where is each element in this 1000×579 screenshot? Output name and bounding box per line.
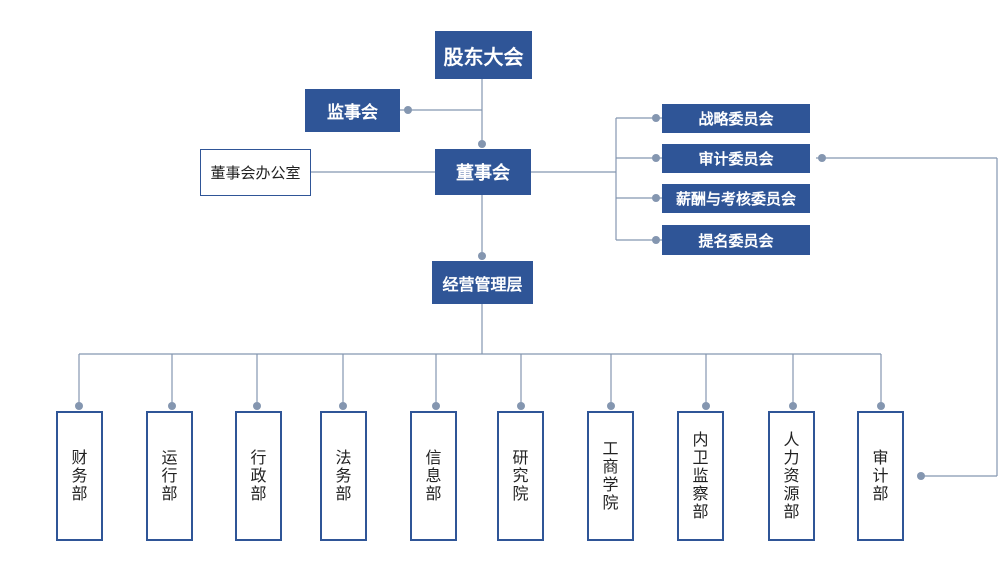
shareholders-box: 股东大会 [435,31,532,79]
committee-nomination-box: 提名委员会 [662,225,810,255]
dept-label-audit: 审计部 [872,448,889,503]
board-label: 董事会 [456,163,510,184]
dept-label-internal-security: 内卫监察部 [692,430,709,521]
board-office-box: 董事会办公室 [200,149,311,196]
dept-label-business-school: 工商学院 [602,439,619,512]
committee-audit-box: 审计委员会 [662,144,810,173]
dept-label-legal: 法务部 [335,448,352,503]
dot-dept-1 [75,402,83,410]
dot-committee-2 [652,154,660,162]
dept-box-hr: 人力资源部 [768,411,815,541]
dot-dept-4 [339,402,347,410]
committee-compensation-label: 薪酬与考核委员会 [675,190,796,208]
dot-dept-7 [607,402,615,410]
dot-management [478,252,486,260]
dept-label-admin: 行政部 [250,448,267,503]
dept-box-research: 研究院 [497,411,544,541]
shareholders-label: 股东大会 [443,44,524,69]
dept-box-audit: 审计部 [857,411,904,541]
dept-box-business-school: 工商学院 [587,411,634,541]
committee-compensation-box: 薪酬与考核委员会 [662,184,810,213]
dept-box-admin: 行政部 [235,411,282,541]
dept-label-operations: 运行部 [161,448,178,503]
dept-label-finance: 财务部 [71,448,88,503]
committee-strategy-box: 战略委员会 [662,104,810,133]
board-office-label: 董事会办公室 [210,164,301,182]
supervisory-board-label: 监事会 [327,103,378,123]
dot-dept-9 [789,402,797,410]
dot-dept-6 [517,402,525,410]
dept-label-research: 研究院 [512,448,529,503]
dot-committee-4 [652,236,660,244]
dot-audit-committee [818,154,826,162]
dot-dept-8 [702,402,710,410]
dot-dept-3 [253,402,261,410]
dept-box-it: 信息部 [410,411,457,541]
dept-box-internal-security: 内卫监察部 [677,411,724,541]
dot-dept-10 [877,402,885,410]
supervisory-board-box: 监事会 [305,89,400,132]
dot-committee-3 [652,194,660,202]
dept-box-finance: 财务部 [56,411,103,541]
dept-label-it: 信息部 [425,448,442,503]
committee-nomination-label: 提名委员会 [698,231,774,250]
dot-supervisory [404,106,412,114]
dot-dept-5 [432,402,440,410]
committee-audit-label: 审计委员会 [698,150,774,168]
dept-label-hr: 人力资源部 [783,430,800,521]
dot-committee-1 [652,114,660,122]
dot-dept-2 [168,402,176,410]
board-box: 董事会 [435,149,531,195]
management-label: 经营管理层 [442,274,523,294]
committee-strategy-label: 战略委员会 [698,110,774,128]
dot-audit-dept [917,472,925,480]
dept-box-operations: 运行部 [146,411,193,541]
management-box: 经营管理层 [432,261,533,304]
dept-box-legal: 法务部 [320,411,367,541]
dot-board [478,140,486,148]
